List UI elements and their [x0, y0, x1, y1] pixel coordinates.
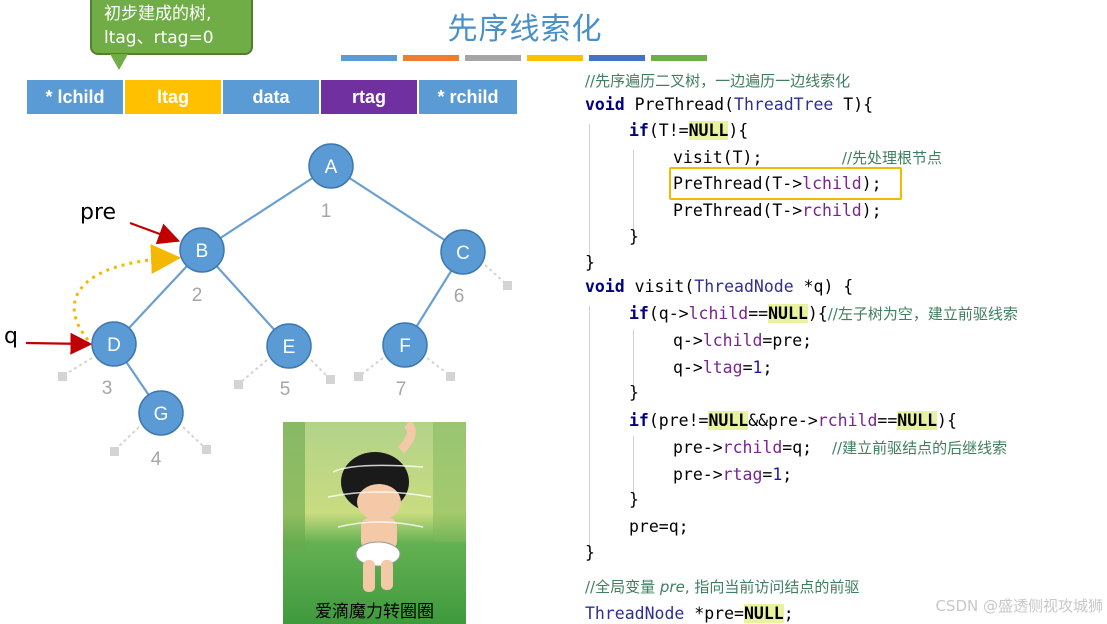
- code-line: pre=q;: [629, 517, 689, 536]
- color-strip: [651, 55, 707, 61]
- pre-pointer-label: pre: [80, 200, 117, 225]
- callout-line-2: ltag、rtag=0: [104, 28, 214, 48]
- struct-field-data: data: [223, 80, 321, 114]
- indent-guide: [633, 330, 634, 390]
- code-line: if(q->lchild==NULL){//左子树为空，建立前驱线索: [629, 304, 1018, 323]
- q-pointer-arrow: [25, 332, 93, 355]
- edge-a-c: [330, 165, 464, 253]
- page-title: 先序线索化: [447, 12, 603, 47]
- thread-arrow-d-to-b: [72, 244, 181, 341]
- code-line: //全局变量 pre, 指向当前访问结点的前驱: [585, 578, 860, 596]
- svg-text:G: G: [154, 404, 169, 425]
- struct-field-rchild: * rchild: [419, 80, 517, 114]
- color-strip: [527, 55, 583, 61]
- svg-text:F: F: [399, 336, 411, 357]
- null-marker: [446, 372, 455, 381]
- tree-node-b: B 2: [179, 227, 225, 306]
- order-label-e: 5: [280, 379, 291, 400]
- tree-node-g: G 4: [138, 390, 184, 470]
- tree-node-c: C 6: [440, 229, 486, 307]
- code-line: if(T!=NULL){: [629, 121, 749, 140]
- code-line: }: [629, 383, 639, 402]
- pre-pointer-arrow: [129, 221, 181, 245]
- highlight-box: [669, 167, 902, 200]
- struct-field-ltag: ltag: [125, 80, 223, 114]
- code-line: ThreadNode *pre=NULL;: [585, 604, 794, 623]
- tree-edges: [113, 165, 464, 414]
- code-line: PreThread(T->rchild);: [673, 201, 882, 220]
- null-links: [65, 264, 506, 449]
- svg-text:A: A: [325, 157, 338, 178]
- struct-field-lchild: * lchild: [27, 80, 125, 114]
- spinning-cartoon-image: 爱滴魔力转圈圈: [283, 422, 466, 624]
- tree-node-a: A 1: [308, 143, 354, 222]
- callout-note: 初步建成的树, ltag、rtag=0: [90, 0, 253, 55]
- null-link: [240, 359, 268, 383]
- null-marker: [58, 372, 67, 381]
- null-marker: [503, 281, 512, 290]
- order-label-d: 3: [102, 378, 113, 399]
- code-line: q->ltag=1;: [673, 358, 773, 377]
- svg-text:E: E: [283, 337, 296, 358]
- indent-guide: [633, 436, 634, 496]
- cartoon-figure: [283, 422, 466, 592]
- code-line: void visit(ThreadNode *q) {: [585, 277, 854, 296]
- code-line: }: [585, 253, 595, 272]
- binary-tree: A 1 B 2 C 6 D 3 E 5 F 7 G: [25, 143, 512, 470]
- code-line: if(pre!=NULL&&pre->rchild==NULL){: [629, 411, 957, 430]
- null-link: [310, 359, 329, 378]
- null-link: [182, 426, 205, 448]
- code-line: }: [585, 543, 595, 562]
- order-label-g: 4: [151, 449, 162, 470]
- svg-text:B: B: [196, 241, 209, 262]
- tree-nodes: A 1 B 2 C 6 D 3 E 5 F 7 G: [91, 143, 486, 470]
- null-squares: [58, 281, 512, 456]
- node-structure: * lchild ltag data rtag * rchild: [27, 80, 517, 114]
- null-link: [65, 357, 93, 375]
- code-line: }: [629, 227, 639, 246]
- indent-guide: [589, 124, 590, 264]
- callout-tail: [110, 54, 128, 70]
- color-strip: [341, 55, 397, 61]
- indent-guide: [589, 306, 590, 552]
- order-label-c: 6: [454, 286, 465, 307]
- code-line: PreThread(T->lchild);: [673, 174, 882, 193]
- code-line: }: [629, 490, 639, 509]
- null-link: [426, 357, 449, 375]
- order-label-b: 2: [192, 285, 203, 306]
- null-marker: [326, 375, 335, 384]
- code-line: pre->rtag=1;: [673, 465, 793, 484]
- color-strip: [589, 55, 645, 61]
- code-line: visit(T); //先处理根节点: [673, 148, 942, 167]
- null-marker: [202, 445, 211, 454]
- code-line: //先序遍历二叉树，一边遍历一边线索化: [585, 72, 851, 90]
- order-label-a: 1: [321, 201, 332, 222]
- order-label-f: 7: [396, 379, 407, 400]
- tree-node-e: E 5: [266, 323, 312, 400]
- image-caption: 爱滴魔力转圈圈: [315, 602, 434, 622]
- svg-text:C: C: [456, 243, 470, 264]
- null-marker: [234, 380, 243, 389]
- q-pointer-label: q: [4, 324, 18, 349]
- code-line: pre->rchild=q; //建立前驱结点的后继线索: [673, 438, 1008, 457]
- edge-a-b: [201, 165, 332, 251]
- null-link: [484, 264, 506, 284]
- null-link: [361, 357, 384, 375]
- watermark: CSDN @盛透侧视攻城狮: [935, 597, 1103, 615]
- null-marker: [354, 372, 363, 381]
- code-line: q->lchild=pre;: [673, 331, 813, 350]
- indent-guide: [633, 150, 634, 238]
- null-marker: [110, 447, 119, 456]
- null-link: [116, 426, 140, 449]
- tree-node-d: D 3: [91, 321, 137, 399]
- tree-node-f: F 7: [382, 322, 428, 400]
- svg-text:D: D: [107, 335, 121, 356]
- color-strip: [465, 55, 521, 61]
- color-strip: [403, 55, 459, 61]
- callout-line-1: 初步建成的树,: [104, 4, 212, 24]
- struct-field-rtag: rtag: [321, 80, 419, 114]
- code-line: void PreThread(ThreadTree T){: [585, 95, 874, 114]
